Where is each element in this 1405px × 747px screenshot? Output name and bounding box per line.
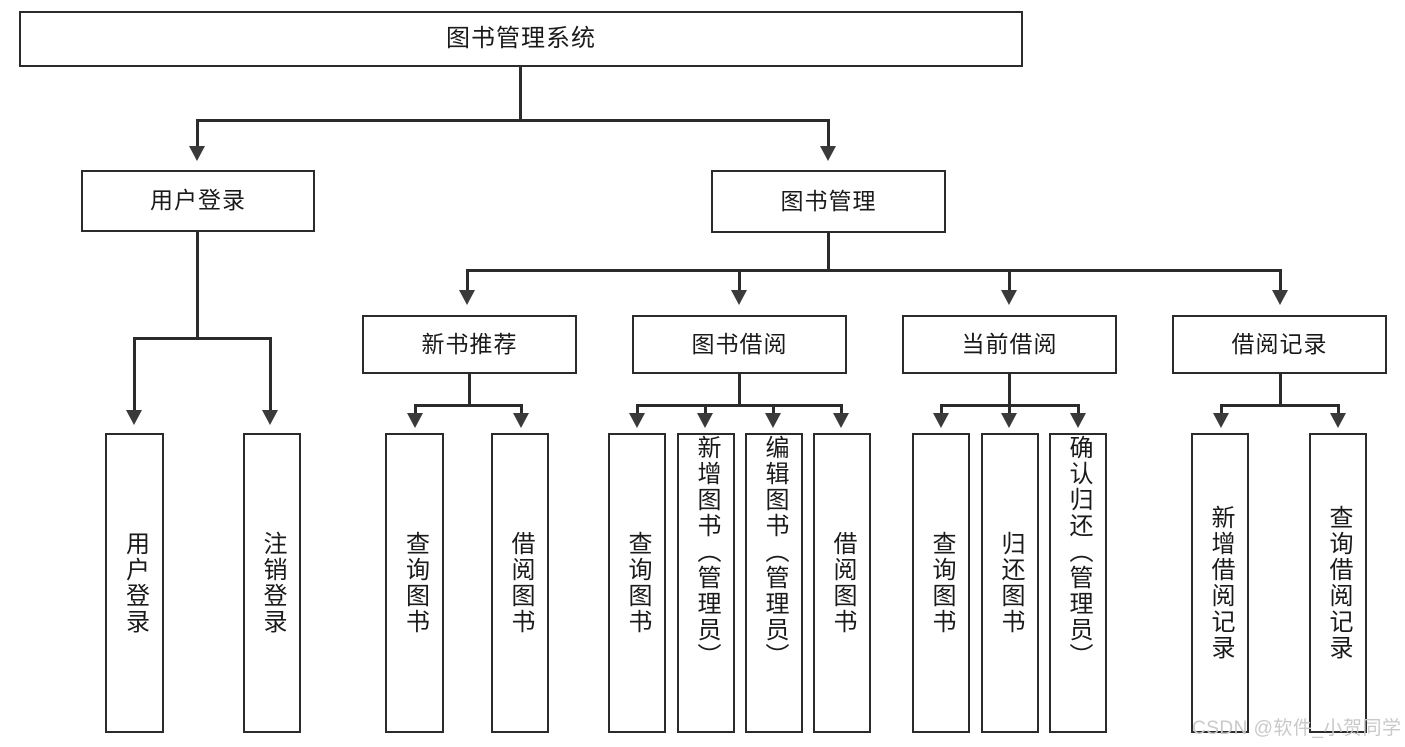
leaf-new-book-borrow-book[interactable]: 借阅图书 [491,433,549,733]
connector-book-borrow-bus [636,404,843,407]
connector-root-stem [519,67,522,121]
node-label: 用户登录 [121,531,149,635]
leaf-borrow-records-add-record[interactable]: 新增借阅记录 [1191,433,1249,733]
node-borrow-records[interactable]: 借阅记录 [1172,315,1387,374]
node-label: 图书管理系统 [446,24,596,52]
arrow-user-login-to-leaf-1 [126,410,142,425]
node-root-system[interactable]: 图书管理系统 [19,11,1023,67]
node-label: 确认归还（管理员） [1065,435,1092,669]
connector-root-to-user-login [196,119,199,149]
leaf-borrow-records-query-record[interactable]: 查询借阅记录 [1309,433,1367,733]
leaf-book-borrow-borrow-book[interactable]: 借阅图书 [813,433,871,733]
node-label: 查询借阅记录 [1325,505,1352,661]
node-label: 查询图书 [928,531,955,635]
leaf-new-book-query-book[interactable]: 查询图书 [385,433,444,733]
leaf-user-login-login[interactable]: 用户登录 [105,433,164,733]
node-new-book-recommend[interactable]: 新书推荐 [362,315,577,374]
node-user-login[interactable]: 用户登录 [81,170,315,232]
connector-borrow-records-stem [1279,374,1282,407]
node-label: 查询图书 [401,531,429,635]
connector-book-mgmt-stem [827,233,830,271]
arrow-borrow-records-to-leaf-2 [1330,413,1346,428]
node-label: 图书管理 [780,187,877,214]
connector-book-mgmt-bus [466,269,1282,272]
connector-new-book-to-leaf-2 [520,404,523,416]
node-label: 借阅记录 [1231,330,1328,357]
connector-current-borrow-to-leaf-2 [1008,404,1011,416]
node-label: 当前借阅 [961,330,1058,357]
connector-book-borrow-to-leaf-1 [636,404,639,416]
connector-user-login-stem [196,232,199,339]
connector-book-borrow-stem [738,374,741,407]
arrow-book-borrow-to-leaf-3 [765,413,781,428]
node-label: 借阅图书 [829,531,856,635]
leaf-current-borrow-confirm-return-admin[interactable]: 确认归还（管理员） [1049,433,1107,733]
connector-book-borrow-to-leaf-2 [704,404,707,416]
node-current-borrow[interactable]: 当前借阅 [902,315,1117,374]
connector-current-borrow-to-leaf-3 [1077,404,1080,416]
connector-new-book-to-leaf-1 [414,404,417,416]
arrow-current-borrow-to-leaf-2 [1001,413,1017,428]
leaf-current-borrow-query-book[interactable]: 查询图书 [912,433,970,733]
connector-root-bus [196,119,830,122]
leaf-book-borrow-add-book-admin[interactable]: 新增图书（管理员） [677,433,735,733]
node-label: 查询图书 [624,531,651,635]
connector-current-borrow-to-leaf-1 [940,404,943,416]
arrow-new-book-to-leaf-2 [513,413,529,428]
leaf-user-login-logout[interactable]: 注销登录 [243,433,301,733]
connector-borrow-records-to-leaf-2 [1337,404,1340,416]
arrow-book-mgmt-to-borrow-records [1272,290,1288,305]
connector-book-mgmt-to-current-borrow [1008,269,1011,292]
arrow-book-mgmt-to-book-borrow [731,290,747,305]
arrow-book-mgmt-to-new-book [459,290,475,305]
connector-new-book-stem [468,374,471,407]
arrow-current-borrow-to-leaf-1 [933,413,949,428]
connector-book-borrow-to-leaf-4 [840,404,843,416]
connector-user-login-bus [133,337,271,340]
node-label: 归还图书 [997,531,1024,635]
connector-borrow-records-to-leaf-1 [1220,404,1223,416]
connector-root-to-book-mgmt [827,119,830,149]
connector-user-login-to-leaf-2 [269,337,272,413]
node-label: 注销登录 [259,531,286,635]
node-label: 新书推荐 [421,330,518,357]
arrow-book-borrow-to-leaf-1 [629,413,645,428]
connector-user-login-to-leaf-1 [133,337,136,413]
arrow-current-borrow-to-leaf-3 [1070,413,1086,428]
connector-new-book-bus [414,404,523,407]
connector-book-mgmt-to-book-borrow [738,269,741,292]
connector-book-borrow-to-leaf-3 [772,404,775,416]
node-label: 新增借阅记录 [1207,505,1234,661]
leaf-book-borrow-edit-book-admin[interactable]: 编辑图书（管理员） [745,433,803,733]
arrow-borrow-records-to-leaf-1 [1213,413,1229,428]
arrow-root-to-book-mgmt [820,146,836,161]
node-label: 图书借阅 [691,330,788,357]
arrow-user-login-to-leaf-2 [262,410,278,425]
connector-book-mgmt-to-borrow-records [1279,269,1282,292]
connector-borrow-records-bus [1220,404,1340,407]
csdn-watermark: CSDN @软件_小贺同学 [1192,718,1402,739]
node-book-management[interactable]: 图书管理 [711,170,946,233]
arrow-new-book-to-leaf-1 [407,413,423,428]
arrow-root-to-user-login [189,146,205,161]
connector-book-mgmt-to-new-book [466,269,469,292]
arrow-book-borrow-to-leaf-4 [833,413,849,428]
node-label: 编辑图书（管理员） [761,435,788,669]
node-label: 用户登录 [150,187,246,214]
leaf-current-borrow-return-book[interactable]: 归还图书 [981,433,1039,733]
leaf-book-borrow-query-book[interactable]: 查询图书 [608,433,666,733]
node-label: 借阅图书 [507,531,534,635]
connector-current-borrow-stem [1008,374,1011,407]
arrow-book-borrow-to-leaf-2 [697,413,713,428]
node-book-borrow[interactable]: 图书借阅 [632,315,847,374]
arrow-book-mgmt-to-current-borrow [1001,290,1017,305]
node-label: 新增图书（管理员） [693,435,720,669]
